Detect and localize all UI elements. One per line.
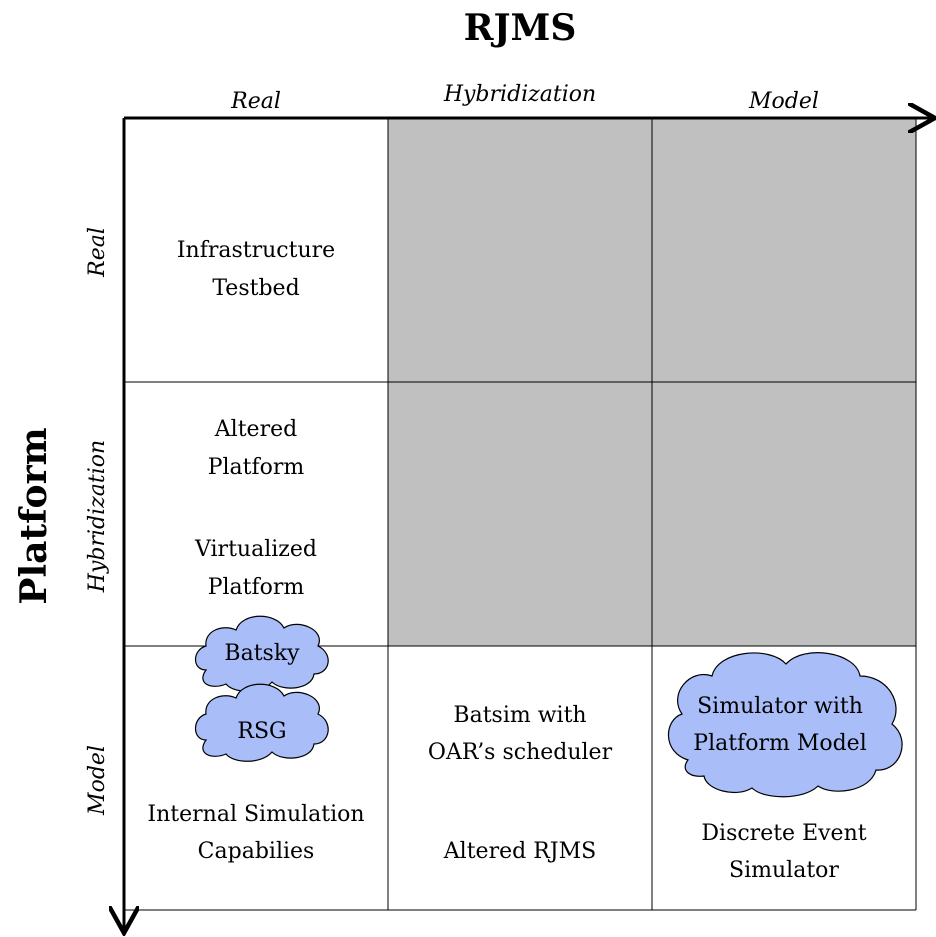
rjms-axis-title: RJMS (464, 7, 577, 49)
simulator-label-line2: Platform Model (693, 731, 866, 756)
batsim-line2: OAR’s scheduler (428, 740, 613, 765)
simulator-label-line1: Simulator with (697, 694, 863, 719)
simulator-cloud: Simulator with Platform Model (667, 652, 903, 798)
column-header-real: Real (230, 89, 281, 114)
rsg-label: RSG (237, 719, 286, 744)
row-header-real: Real (85, 227, 110, 278)
column-header-hybridization: Hybridization (443, 82, 596, 107)
batsky-cloud: Batsky (194, 615, 329, 692)
internal-simulation-line1: Internal Simulation (147, 802, 364, 827)
cell-model-model: Discrete Event Simulator (701, 821, 866, 883)
discrete-event-line2: Simulator (729, 858, 839, 883)
cell-hybridization-hybridization (388, 382, 652, 646)
simulator-cloud-shape (667, 652, 903, 798)
cell-real-hybridization (388, 118, 652, 382)
virtualized-platform-line2: Platform (208, 575, 305, 600)
cell-hybridization-real: Altered Platform Virtualized Platform (194, 417, 317, 600)
column-header-model: Model (748, 89, 819, 114)
cell-real-real: Infrastructure Testbed (177, 238, 335, 301)
altered-rjms-label: Altered RJMS (443, 839, 596, 864)
internal-simulation-line2: Capabilies (198, 839, 315, 864)
batsim-line1: Batsim with (453, 703, 586, 728)
altered-platform-line1: Altered (214, 417, 297, 442)
unavailable-cells (388, 118, 916, 646)
cell-real-model (652, 118, 916, 382)
rsg-cloud-shape (194, 683, 329, 762)
virtualized-platform-line1: Virtualized (194, 537, 317, 562)
row-header-model: Model (85, 745, 110, 816)
batsky-cloud-shape (194, 615, 329, 692)
batsky-label: Batsky (224, 641, 300, 666)
infrastructure-testbed-line1: Infrastructure (177, 238, 335, 263)
cell-model-hybridization: Batsim with OAR’s scheduler Altered RJMS (428, 703, 613, 864)
platform-axis-title: Platform (13, 427, 55, 604)
cell-model-real: Internal Simulation Capabilies (147, 802, 364, 864)
altered-platform-line2: Platform (208, 455, 305, 480)
discrete-event-line1: Discrete Event (701, 821, 866, 846)
cell-hybridization-model (652, 382, 916, 646)
row-header-hybridization: Hybridization (85, 440, 110, 593)
rsg-cloud: RSG (194, 683, 329, 762)
infrastructure-testbed-line2: Testbed (212, 276, 299, 301)
